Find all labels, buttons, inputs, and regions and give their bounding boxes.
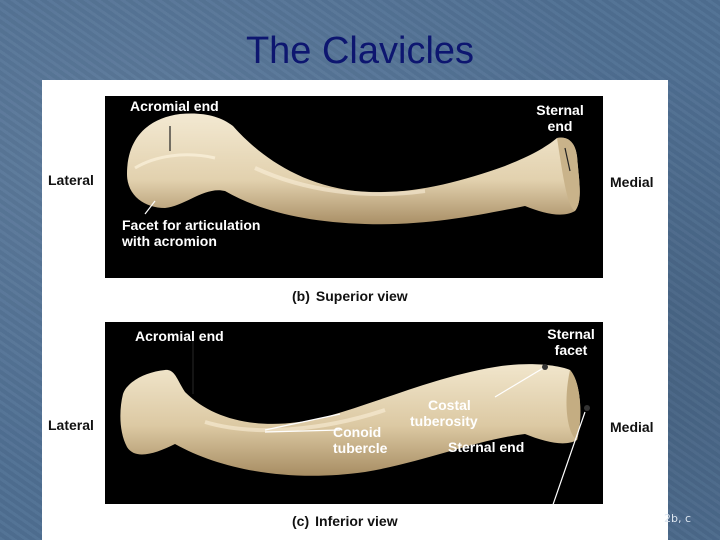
label-sternal-facet-line2: facet (554, 342, 588, 358)
caption-text-superior: Superior view (315, 288, 408, 304)
label-acromial-end-superior: Acromial end (130, 98, 219, 114)
label-sternal-end-line1: Sternal (536, 102, 584, 118)
label-lateral-inferior: Lateral (48, 417, 94, 433)
figure-panel: Acromial end Sternal end Lateral Medial … (42, 80, 668, 540)
label-acromial-end-inferior: Acromial end (135, 328, 224, 344)
label-conoid-line2: tubercle (333, 440, 388, 456)
label-conoid-line1: Conoid (333, 424, 382, 440)
label-facet-line1: Facet for articulation (122, 217, 261, 233)
label-medial-inferior: Medial (610, 419, 654, 435)
inferior-view-photo (105, 322, 603, 504)
label-sternal-facet: Sternal facet (540, 326, 602, 358)
label-sternal-end-superior: Sternal end (530, 102, 590, 134)
superior-view-photo (105, 96, 603, 278)
caption-inferior-view: (c) Inferior view (292, 513, 398, 529)
caption-text-inferior: Inferior view (315, 513, 398, 529)
clavicle-inferior-illustration (120, 340, 590, 504)
label-costal-line1: Costal (428, 397, 471, 413)
caption-letter-c: (c) (292, 513, 310, 529)
label-medial-superior: Medial (610, 174, 654, 190)
label-conoid-tubercle: Conoid tubercle (333, 424, 387, 456)
clavicle-bone (127, 113, 580, 225)
label-sternal-end-inferior: Sternal end (448, 439, 525, 455)
slide-title: The Clavicles (245, 30, 475, 72)
figure-reference: 2b, c (664, 512, 692, 525)
clavicle-superior-illustration (127, 113, 580, 225)
label-sternal-facet-line1: Sternal (547, 326, 595, 342)
label-costal-line2: tuberosity (410, 413, 478, 429)
label-costal-tuberosity: Costal tuberosity (410, 397, 478, 429)
caption-letter-b: (b) (292, 288, 310, 304)
label-sternal-end-line2: end (547, 118, 573, 134)
label-facet-articulation: Facet for articulation with acromion (122, 217, 260, 249)
label-lateral-superior: Lateral (48, 172, 94, 188)
caption-superior-view: (b) Superior view (292, 288, 408, 304)
label-facet-line2: with acromion (122, 233, 217, 249)
